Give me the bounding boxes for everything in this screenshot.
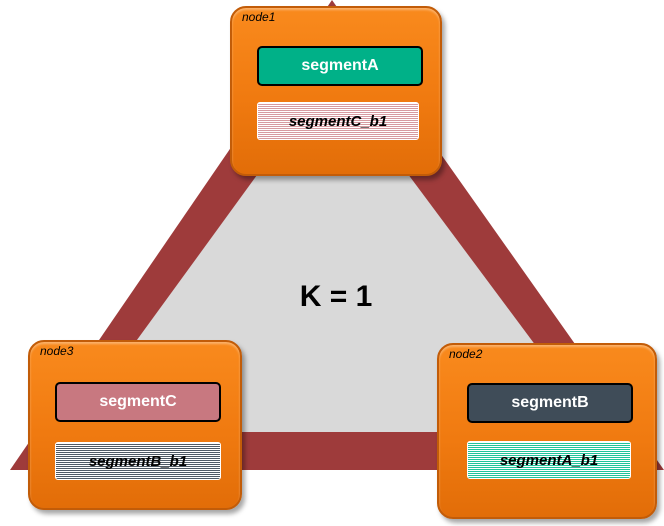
- node2-box: node2 segmentB segmentA_b1: [437, 343, 657, 519]
- segment-b-primary: segmentB: [467, 383, 633, 423]
- segment-c-replica: segmentC_b1: [257, 102, 419, 140]
- node3-label: node3: [40, 344, 74, 358]
- replication-factor-label: K = 1: [299, 280, 373, 313]
- node2-label: node2: [449, 347, 483, 361]
- segment-a-primary: segmentA: [257, 46, 423, 86]
- segment-b-replica: segmentB_b1: [55, 442, 221, 480]
- segment-a-replica: segmentA_b1: [467, 441, 631, 479]
- node1-label: node1: [242, 10, 276, 24]
- segment-c-primary: segmentC: [55, 382, 221, 422]
- node3-box: node3 segmentC segmentB_b1: [28, 340, 242, 510]
- node1-box: node1 segmentA segmentC_b1: [230, 6, 442, 176]
